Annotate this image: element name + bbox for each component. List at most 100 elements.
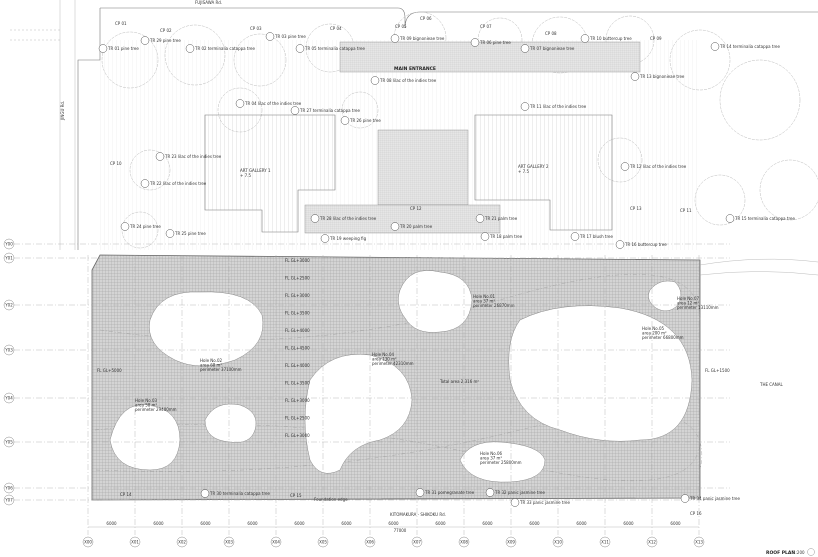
- grid-row-label: Y04: [4, 396, 13, 401]
- level-label: FL GL+3000: [285, 293, 310, 298]
- grid-bubble-row: [3, 494, 15, 506]
- tree-tag: TR 01 pine tree: [98, 44, 139, 53]
- tree-label: TR 29 pine tree: [149, 38, 181, 43]
- tree-label: TR 21 palm tree: [484, 216, 518, 221]
- tree-label: TR 06 pine tree: [479, 40, 511, 45]
- road-top-label: FUJISAWA Rd.: [195, 0, 222, 5]
- grid-bubble-column: [129, 536, 141, 548]
- tree-tag: TR 18 palm tree: [480, 232, 523, 241]
- tree-label: TR 16 buttercup tree: [624, 242, 667, 247]
- tree-tag: TR 20 palm tree: [390, 222, 433, 231]
- grid-bubble-column: [599, 536, 611, 548]
- tree-tag: TR 04 lilac of the indies tree: [235, 99, 302, 108]
- tree-tag: TR 26 pine tree: [340, 116, 381, 125]
- tree-trunk-icon: [165, 229, 175, 238]
- drawing-scale: 1:200: [793, 550, 805, 555]
- tree-canopy: [694, 174, 746, 226]
- control-point-label: CP 05: [395, 24, 407, 29]
- tree-trunk-icon: [265, 32, 275, 41]
- tree-label: TR 22 lilac of the indies tree: [149, 181, 207, 186]
- tree-trunk-icon: [680, 494, 690, 503]
- tree-label: TR 27 terminalia catappa tree: [299, 108, 360, 113]
- grid-bubble-row: [3, 299, 15, 311]
- grid-bubble-column: [270, 536, 282, 548]
- tree-canopy: [341, 91, 379, 129]
- tree-label: TR 31 pomegranate tree: [424, 490, 475, 495]
- level-label: FL GL+3500: [285, 381, 310, 386]
- roof-hole: [398, 270, 473, 333]
- grid-column-label: X09: [507, 540, 515, 545]
- tree-label: TR 15 terminalia catappa tree: [734, 216, 795, 221]
- grid-column-label: X02: [178, 540, 186, 545]
- level-label: FL GL+3000: [285, 258, 310, 263]
- tree-tag: TR 07 bignonieae tree: [520, 44, 575, 53]
- hole-name: Hole No.03: [135, 398, 157, 403]
- hole-name: Hole No.05: [642, 326, 664, 331]
- hole-perimeter: perimeter 66800mm: [642, 335, 684, 340]
- tree-trunk-icon: [155, 152, 165, 161]
- tree-label: TR 12 lilac of the indies tree: [629, 164, 687, 169]
- span-dimension: 6000: [200, 521, 211, 526]
- grid-row-label: Y05: [4, 440, 13, 445]
- tree-canopy: [101, 31, 159, 89]
- tree-trunk-icon: [98, 44, 108, 53]
- grid-column-label: X05: [319, 540, 327, 545]
- tree-trunk-icon: [370, 76, 380, 85]
- hole-area: area 58 m²: [135, 403, 157, 408]
- hole-perimeter: perimeter 26870mm: [473, 303, 515, 308]
- roof-hole: [149, 291, 264, 367]
- tree-tag: TR 03 pine tree: [265, 32, 306, 41]
- hole-perimeter: perimeter 42310mm: [372, 361, 414, 366]
- grid-column-label: X00: [84, 540, 92, 545]
- grid-column-label: X12: [648, 540, 656, 545]
- tree-tag: TR 29 pine tree: [140, 36, 181, 45]
- control-point-label: CP 04: [330, 26, 342, 31]
- gallery-1-level: + 7.5: [240, 173, 251, 178]
- tree-trunk-icon: [235, 99, 245, 108]
- tree-trunk-icon: [140, 179, 150, 188]
- roof-hole: [204, 403, 257, 443]
- level-label: FL GL+4000: [285, 328, 310, 333]
- span-dimension: 6000: [576, 521, 587, 526]
- hole-name: Hole No.07: [677, 296, 699, 301]
- level-label: FL GL+3000: [285, 398, 310, 403]
- tree-tag: TR 21 palm tree: [475, 214, 518, 223]
- tree-label: TR 07 bignonieae tree: [529, 46, 575, 51]
- tree-tag: TR 30 terminalia catappa tree: [200, 489, 270, 498]
- hole-area: area 12 m²: [677, 301, 699, 306]
- grid-column-label: X01: [131, 540, 139, 545]
- tree-trunk-icon: [295, 44, 305, 53]
- control-point-label: CP 07: [480, 24, 492, 29]
- grid-bubble-column: [693, 536, 705, 548]
- main-entrance: MAIN ENTRANCE: [304, 41, 641, 234]
- level-label: FL GL+4500: [285, 346, 310, 351]
- tree-trunk-icon: [480, 232, 490, 241]
- tree-label: TR 14 terminalia catappa tree: [719, 44, 780, 49]
- grid-column-label: X08: [460, 540, 468, 545]
- tree-tag: TR 25 pine tree: [165, 229, 206, 238]
- tree-trunk-icon: [630, 72, 640, 81]
- grid-bubble-row: [3, 238, 15, 250]
- tree-tag: TR 17 blush tree: [570, 232, 614, 241]
- grid-column-label: X06: [366, 540, 374, 545]
- control-point-label: CP 03: [250, 26, 262, 31]
- control-point-label: CP 13: [630, 206, 642, 211]
- tree-trunk-icon: [485, 488, 495, 497]
- grid-column-label: X11: [601, 540, 609, 545]
- art-gallery-1: ART GALLERY 1 + 7.5: [204, 114, 336, 233]
- tree-label: TR 20 palm tree: [399, 224, 433, 229]
- art-gallery-2: ART GALLERY 2 + 7.5: [474, 114, 613, 231]
- total-span-dimension: 77000: [394, 528, 407, 533]
- control-point-label: CP 14: [120, 492, 132, 497]
- canal-label: THE CANAL: [759, 382, 784, 387]
- tree-trunk-icon: [510, 498, 520, 507]
- tree-tag: TR 34 panic jasmine tree: [680, 494, 740, 503]
- hole-name: Hole No.06: [480, 451, 502, 456]
- control-point-label: CP 08: [545, 31, 557, 36]
- grid-bubble-row: [3, 252, 15, 264]
- hole-name: Hole No.04: [372, 352, 394, 357]
- tree-trunk-icon: [470, 38, 480, 47]
- tree-label: TR 19 weeping fig: [329, 236, 367, 241]
- tree-label: TR 08 lilac of the indies tree: [379, 78, 437, 83]
